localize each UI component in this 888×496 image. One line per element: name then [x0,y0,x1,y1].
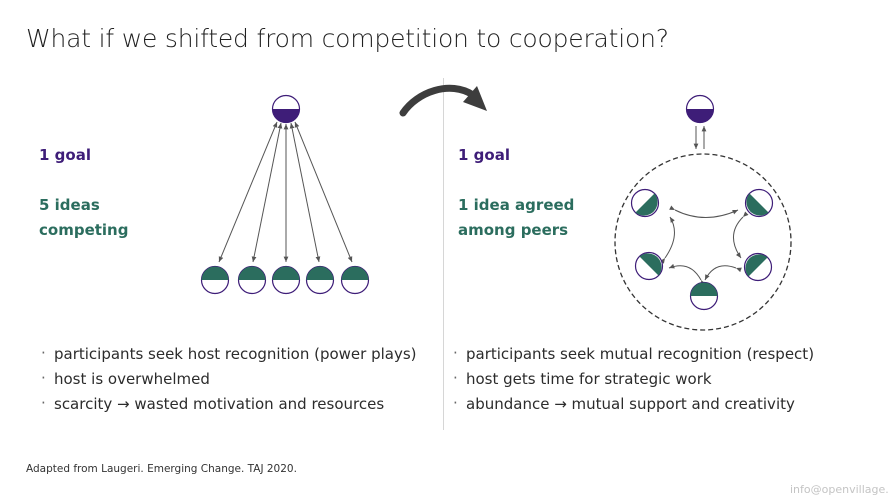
right-bullet-item: host gets time for strategic work [453,366,814,392]
peer-idea-node [743,252,773,282]
left-ideas-label-line1: 5 ideas [39,196,100,214]
right-ideas-label-line1: 1 idea agreed [458,196,575,214]
idea-node [340,265,370,295]
left-bullet-list: participants seek host recognition (powe… [41,341,417,417]
left-bullet-item: scarcity → wasted motivation and resourc… [41,391,417,417]
left-ideas-label-line2: competing [39,221,129,239]
right-bullet-item: abundance → mutual support and creativit… [453,391,814,417]
competition-arrow [289,122,321,263]
contact-email[interactable]: info@openvillage.c [790,483,888,496]
peer-group-boundary [614,153,792,331]
column-divider [443,78,444,430]
left-bullet-item: host is overwhelmed [41,366,417,392]
left-bullet-item: participants seek host recognition (powe… [41,341,417,367]
host-node [271,94,301,124]
source-footnote: Adapted from Laugeri. Emerging Change. T… [26,463,297,475]
peer-idea-node [634,251,664,281]
left-goal-label: 1 goal [39,146,91,164]
transition-arrow-icon [399,84,487,117]
idea-node [305,265,335,295]
slide-title: What if we shifted from competition to c… [26,24,669,53]
right-goal-label: 1 goal [458,146,510,164]
idea-node [200,265,230,295]
competition-arrows [218,121,353,263]
right-ideas-label-line2: among peers [458,221,569,239]
host-node [685,94,715,124]
peer-idea-node [689,281,719,311]
competition-arrow [294,121,353,263]
idea-node [271,265,301,295]
peer-idea-node [744,188,774,218]
competition-diagram [200,94,370,295]
competition-arrow [251,122,283,263]
competition-arrow [218,121,278,263]
right-bullet-list: participants seek mutual recognition (re… [453,341,814,417]
right-bullet-item: participants seek mutual recognition (re… [453,341,814,367]
idea-node [237,265,267,295]
cooperation-diagram [614,94,792,331]
peer-idea-node [630,188,660,218]
peer-exchange-arrows [659,205,749,286]
